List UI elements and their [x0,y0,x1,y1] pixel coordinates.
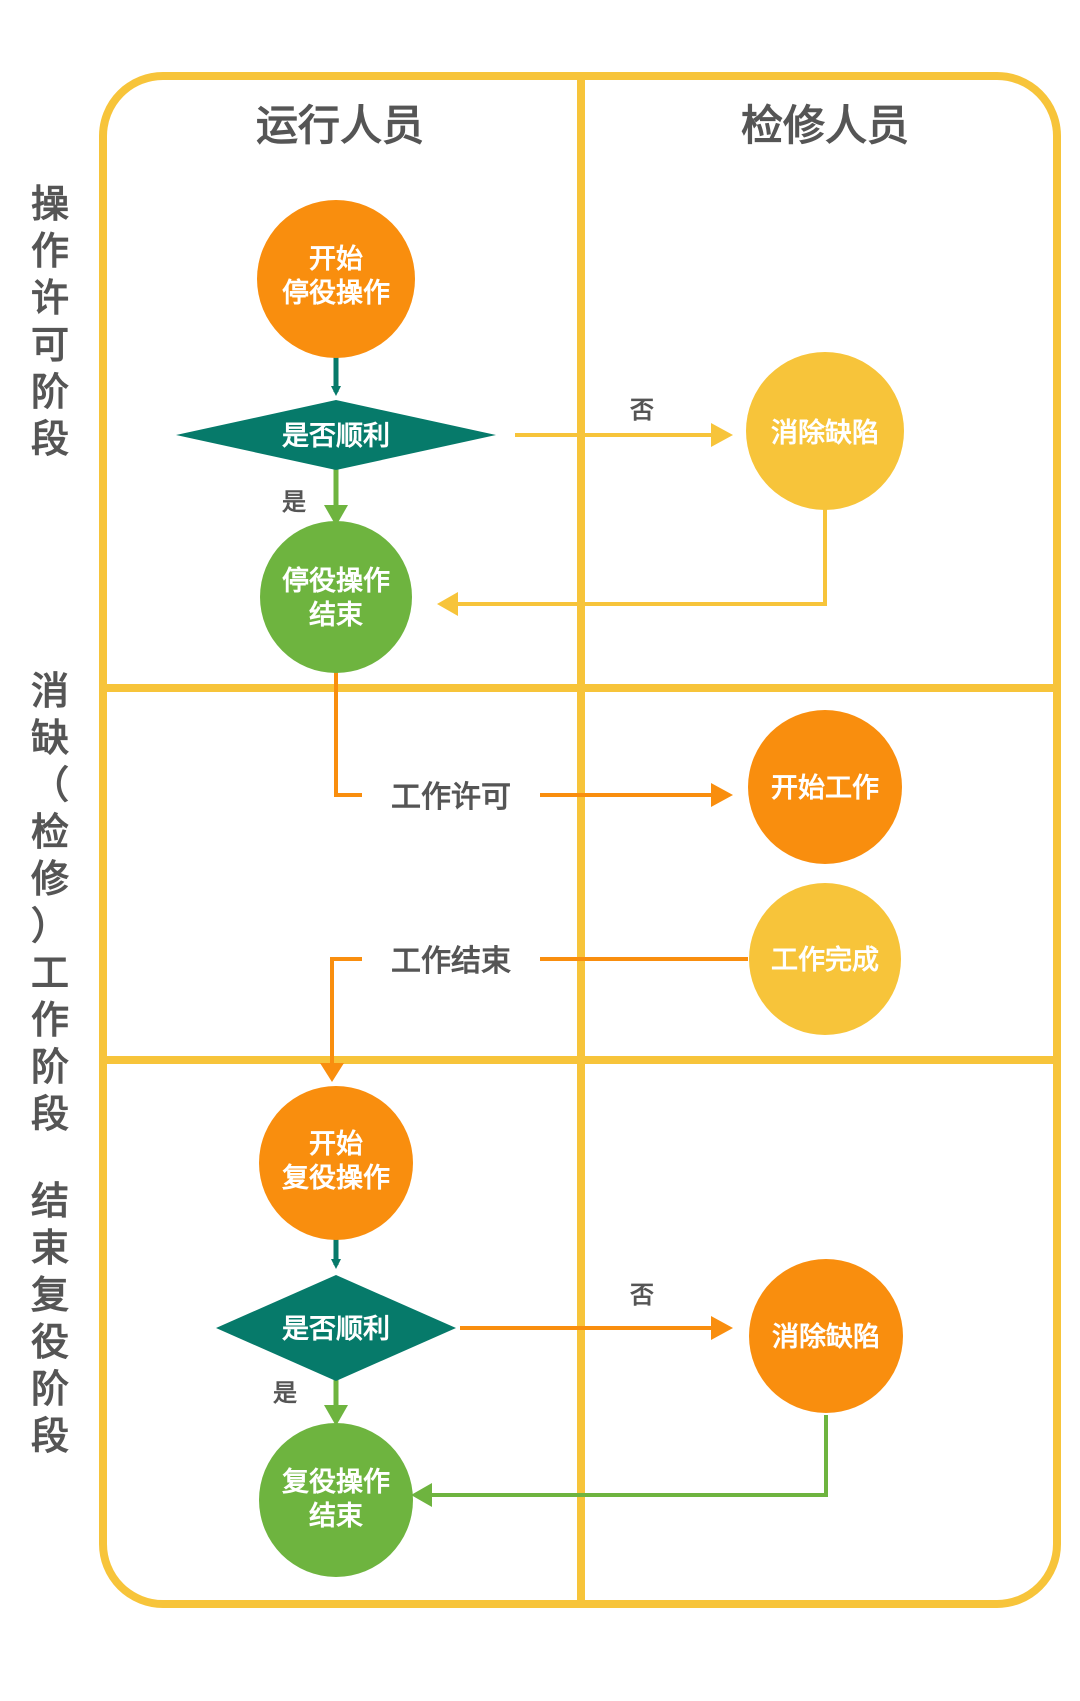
phase-label-maintenance-char: 消 [31,669,69,713]
phase-label-permit-char: 段 [31,417,69,461]
phase-label-maintenance-char: ） [31,904,69,948]
arrowhead-defect-1 [711,423,733,447]
arrowhead-defect-2 [711,1316,733,1340]
node-restore-end-line1: 复役操作 [282,1467,390,1498]
phase-label-restore-char: 阶 [31,1367,69,1411]
phase-label-restore-char: 结 [31,1179,69,1223]
node-start-restore-line1: 开始 [309,1128,363,1160]
phase-label-maintenance-char: 缺 [31,716,69,760]
arrowhead-outage-end [324,505,348,526]
node-outage-end: 停役操作 结束 [260,521,412,673]
node-outage-end-line1: 停役操作 [282,565,390,597]
lane-header-maintenance: 检修人员 [741,101,909,150]
node-restore-end: 复役操作 结束 [259,1423,413,1577]
phase-label-permit-char: 作 [31,229,69,273]
phase-label-maintenance-char: 段 [31,1092,69,1136]
phase-label-maintenance-char: 阶 [31,1045,69,1089]
frame-border [99,72,1061,1608]
decision-1-label: 是否顺利 [282,421,390,452]
phase-label-maintenance: 消 缺 （ 检 修 ） 工 作 阶 段 [31,669,70,1136]
node-start-work: 开始工作 [748,710,902,864]
arrowhead-start-work [711,783,733,807]
phase-label-maintenance-char: 工 [31,951,69,995]
node-start-restore-circle [259,1086,413,1240]
phase-label-restore-char: 复 [31,1273,69,1317]
node-outage-end-line2: 结束 [309,600,363,631]
edge-defect-2-return [430,1415,828,1497]
phase-label-permit-char: 许 [31,276,69,320]
node-start-work-circle [748,710,902,864]
edge-end-to-restore [330,957,362,1064]
phase-label-permit-char: 可 [31,323,69,367]
node-eliminate-defect-1: 消除缺陷 [746,352,904,510]
phase-label-restore-char: 役 [31,1320,69,1364]
arrowhead-defect-1-return [437,592,458,616]
phase-label-maintenance-char: 检 [31,810,69,854]
node-start-restore-line2: 复役操作 [282,1163,390,1194]
edge-defect-1-return [457,507,827,606]
phase-label-restore-char: 段 [31,1414,69,1458]
edge-outage-end-to-permit [334,672,362,797]
decision-1-diamond [176,400,496,470]
connectors [320,342,828,1507]
node-decision-2: 是否顺利 [216,1275,456,1381]
node-eliminate-defect-2: 消除缺陷 [749,1259,903,1413]
node-work-done: 工作完成 [749,883,901,1035]
node-start-outage-line1: 开始 [309,243,363,275]
edge-label-no-1: 否 [629,396,654,424]
arrowhead-restore-start [320,1063,344,1082]
edge-label-work-end: 工作结束 [391,944,511,979]
phase-label-permit: 操 作 许 可 阶 段 [31,182,69,461]
lane-header-operations: 运行人员 [256,101,424,150]
node-start-outage: 开始 停役操作 [257,200,415,358]
phase-label-permit-char: 操 [31,182,69,226]
edge-label-yes-2: 是 [273,1379,297,1407]
node-start-restore: 开始 复役操作 [259,1086,413,1240]
phase-label-permit-char: 阶 [31,370,69,414]
edge-label-work-permit: 工作许可 [391,780,511,815]
node-eliminate-defect-1-circle [746,352,904,510]
node-work-done-circle [749,883,901,1035]
arrowhead-defect-2-return [411,1483,432,1507]
arrowhead-restore-end [324,1405,348,1426]
phase-label-restore-char: 束 [31,1226,69,1270]
decision-2-label: 是否顺利 [282,1314,390,1345]
phase-label-maintenance-char: 作 [31,998,69,1042]
node-start-work-label: 开始工作 [771,772,879,804]
decision-2-diamond [216,1275,456,1381]
node-start-outage-circle [257,200,415,358]
node-decision-1: 是否顺利 [176,400,496,470]
node-eliminate-defect-2-label: 消除缺陷 [772,1321,880,1353]
node-eliminate-defect-2-circle [749,1259,903,1413]
phase-label-restore: 结 束 复 役 阶 段 [31,1179,69,1458]
node-work-done-label: 工作完成 [771,944,879,976]
node-outage-end-circle [260,521,412,673]
phase-label-maintenance-char: 修 [31,857,70,901]
edge-label-yes-1: 是 [282,488,306,516]
node-restore-end-line2: 结束 [309,1501,363,1532]
edge-label-no-2: 否 [629,1281,654,1309]
node-restore-end-circle [259,1423,413,1577]
node-eliminate-defect-1-label: 消除缺陷 [771,417,879,449]
swimlane-frame [99,72,1061,1608]
node-start-outage-line2: 停役操作 [282,277,390,309]
phase-label-maintenance-char: （ [31,763,69,807]
